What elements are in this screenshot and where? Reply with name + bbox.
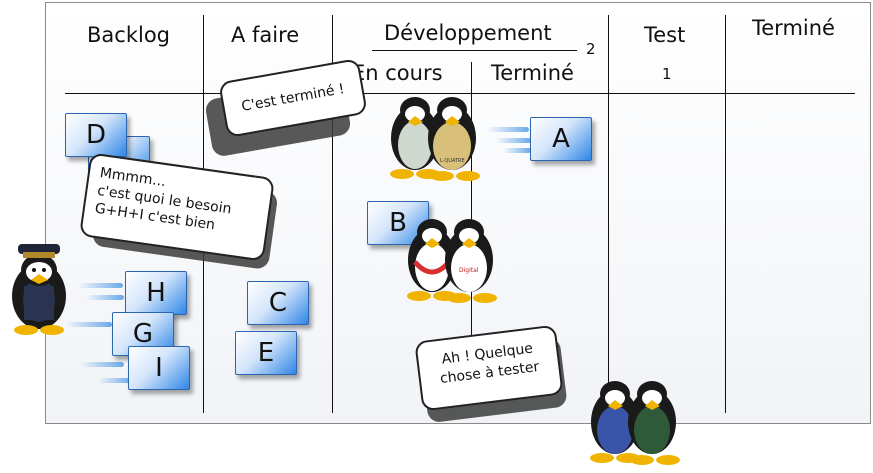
developer-penguins-b-icon: Digital [407, 219, 497, 303]
kanban-card-a[interactable]: A [530, 117, 592, 161]
developer-penguins-a-icon: L·QUATRE [390, 97, 480, 181]
motion-streak [78, 283, 123, 288]
pilot-penguin-icon [12, 244, 66, 335]
motion-streak [503, 148, 531, 153]
kanban-card-e[interactable]: E [235, 331, 297, 375]
motion-streak [98, 378, 132, 383]
wip-limit-developpement: 2 [586, 40, 596, 58]
kanban-card-i[interactable]: I [128, 346, 190, 390]
kanban-card-c[interactable]: C [247, 281, 309, 325]
motion-streak [66, 322, 112, 327]
jersey-text: Digital [459, 267, 479, 274]
subcolumn-header-en-cours: En cours [352, 61, 443, 85]
column-header-termine: Terminé [752, 16, 835, 40]
motion-streak [86, 295, 124, 300]
header-separator [65, 93, 855, 94]
motion-streak [495, 138, 531, 143]
column-header-test: Test [644, 23, 686, 47]
subcolumn-header-termine: Terminé [491, 61, 574, 85]
column-divider [608, 15, 609, 413]
motion-streak [487, 127, 529, 132]
column-header-backlog: Backlog [87, 23, 170, 47]
column-header-a-faire: A faire [231, 23, 300, 47]
jersey-text: L·QUATRE [440, 158, 465, 164]
motion-streak [80, 362, 124, 367]
bubble-text: C'est terminé ! [240, 81, 346, 115]
developpement-underline [372, 50, 577, 51]
column-header-developpement: Développement [384, 21, 552, 45]
column-divider [725, 15, 726, 413]
kanban-card-h[interactable]: H [125, 271, 187, 315]
tester-penguins-icon [590, 381, 680, 465]
wip-limit-test: 1 [662, 65, 672, 83]
kanban-card-d[interactable]: D [65, 113, 127, 157]
column-divider [332, 15, 333, 413]
